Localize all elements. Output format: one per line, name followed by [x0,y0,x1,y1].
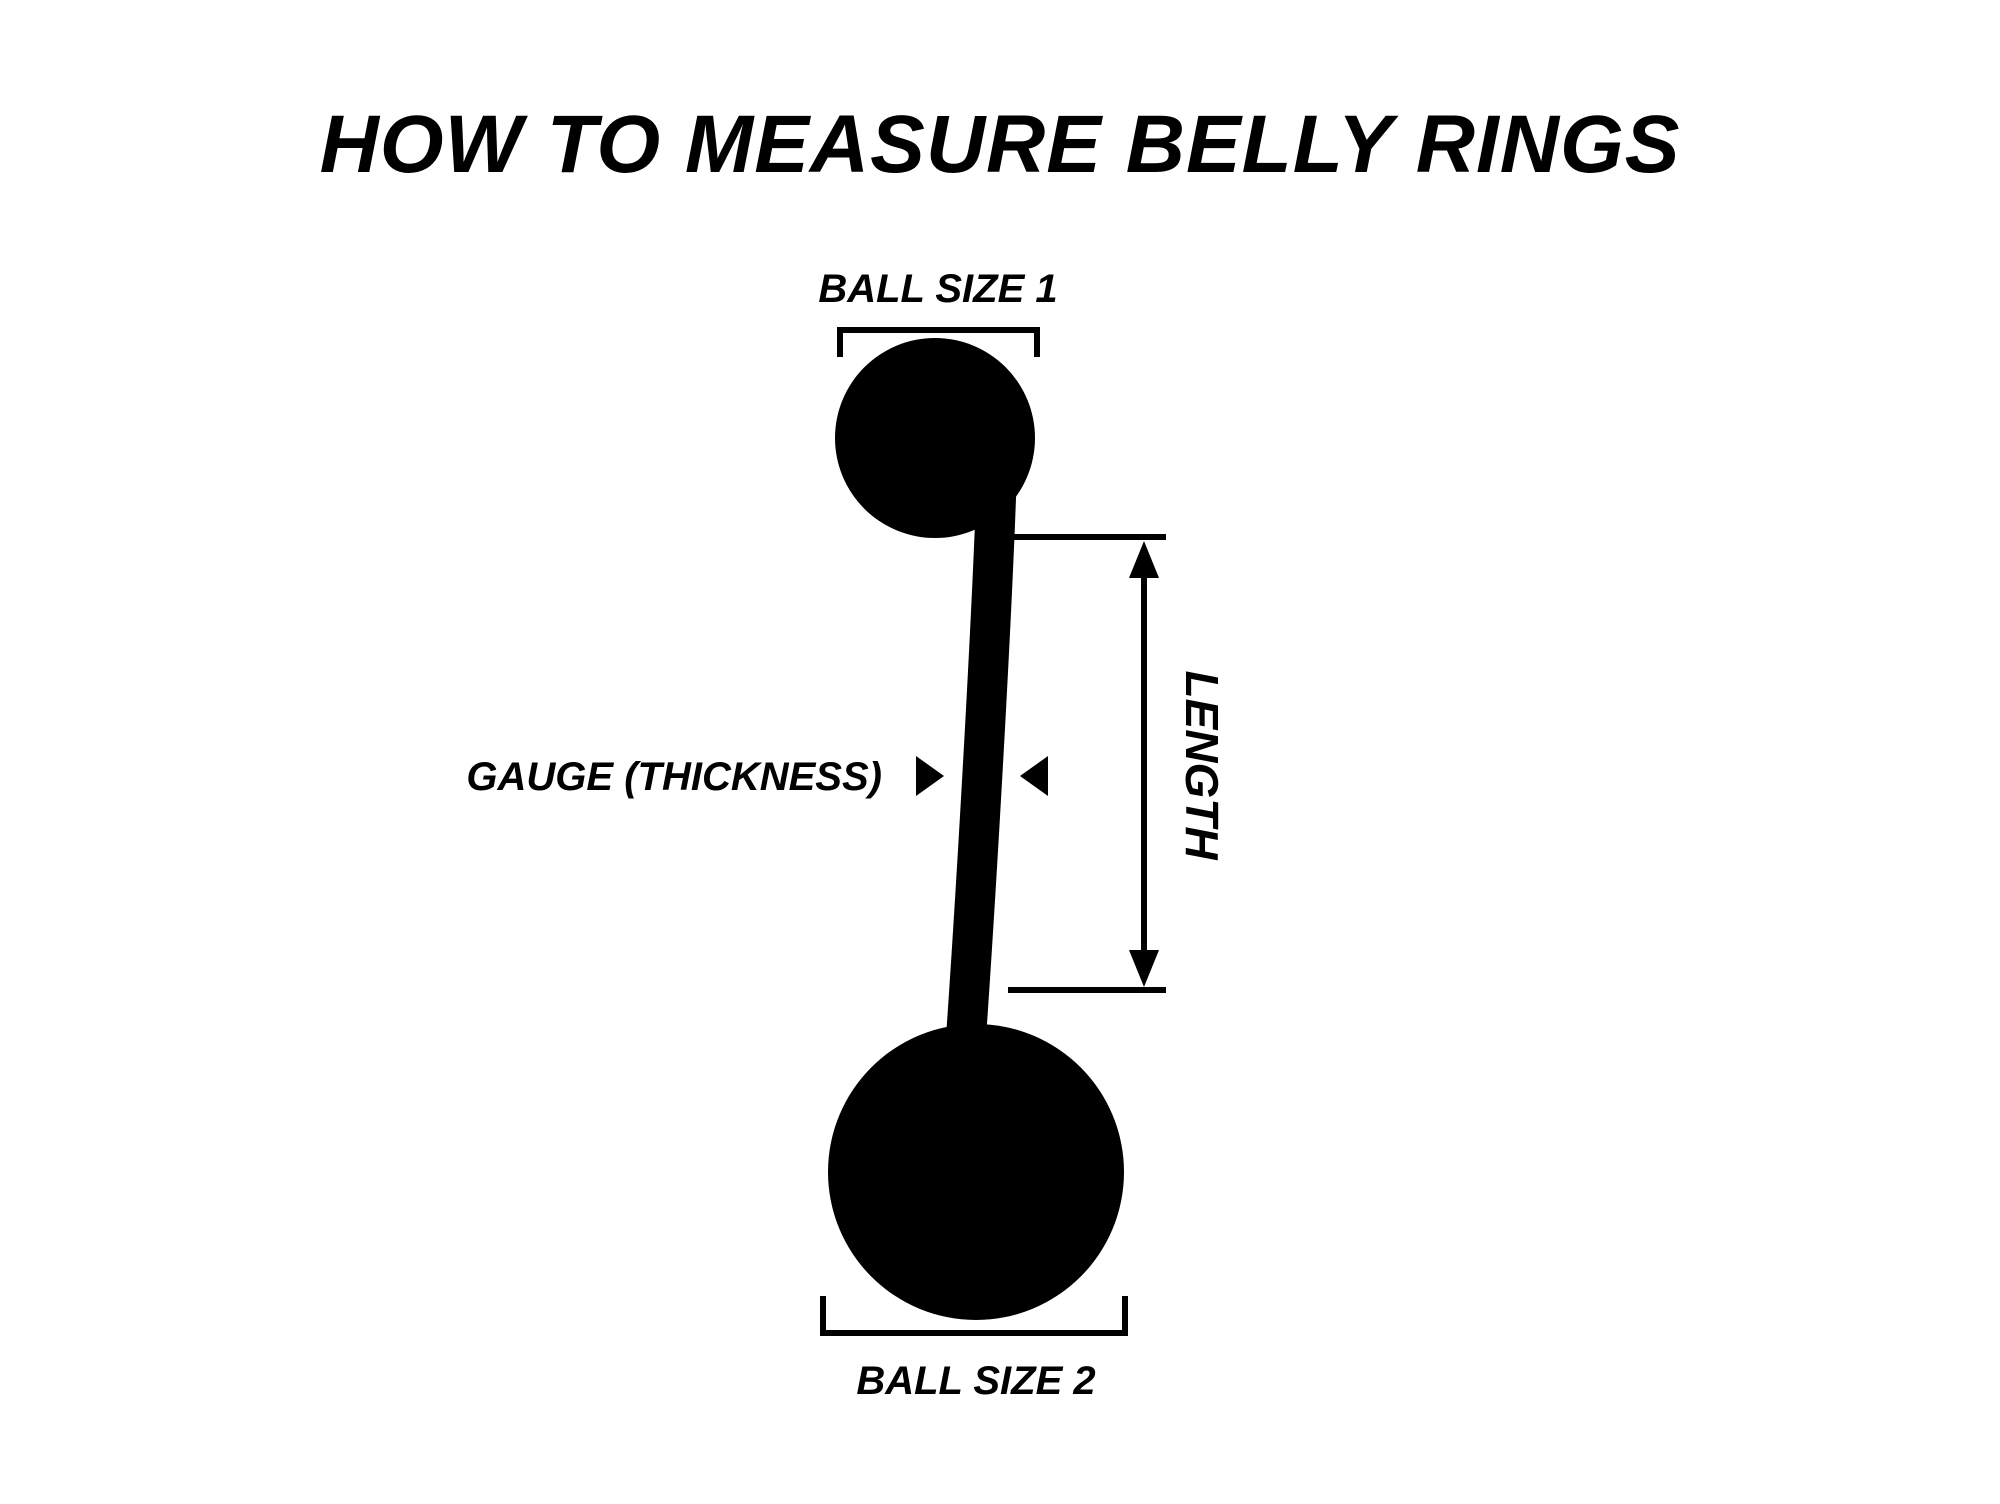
length-arrowhead-top-icon [1129,541,1159,578]
ball-size-1-label: BALL SIZE 1 [818,267,1057,311]
barbell-shaft [943,469,1017,1082]
gauge-label: GAUGE (THICKNESS) [466,755,882,799]
length-label: LENGTH [1176,670,1228,860]
bottom-ball [828,1024,1124,1320]
ball-size-2-bracket [820,1296,1128,1336]
diagram-title: HOW TO MEASURE BELLY RINGS [320,99,1681,190]
gauge-arrow-left-icon [1020,756,1048,796]
ball-size-2-label: BALL SIZE 2 [856,1359,1095,1403]
length-arrowhead-bottom-icon [1129,950,1159,987]
ball-size-1-bracket [837,327,1040,357]
gauge-arrow-right-icon [916,756,944,796]
